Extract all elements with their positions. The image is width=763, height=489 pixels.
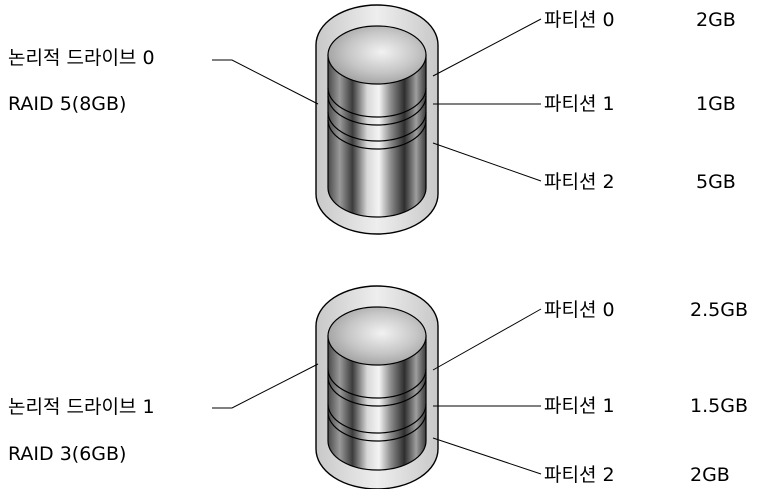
drive-0-partition-1-size: 1GB xyxy=(696,93,736,115)
drive-1-partition-1-label: 파티션 1 xyxy=(544,395,615,417)
drive-1-partition-separator-4 xyxy=(327,411,427,442)
drive-1-disk-body xyxy=(327,335,427,471)
drive-1-partition-separator-3 xyxy=(327,403,427,434)
drive-1-partition-2-leader xyxy=(432,437,542,475)
drive-1-partition-separator-2 xyxy=(327,376,427,407)
drive-0-partition-0-label: 파티션 0 xyxy=(544,9,615,31)
drive-1-partition-0-label: 파티션 0 xyxy=(544,299,615,321)
drive-0-partition-0-leader xyxy=(432,18,542,77)
drive-0-partition-0-size: 2GB xyxy=(696,9,736,31)
drive-0-partition-separator-2 xyxy=(327,95,427,126)
logical-drive-0: 논리적 드라이브 0 RAID 5(8GB) 파티션 0 2GB 파티션 1 1… xyxy=(8,4,736,235)
drive-1-partition-2-label: 파티션 2 xyxy=(544,464,615,486)
drive-1-name-label: 논리적 드라이브 1 xyxy=(8,396,155,418)
drive-0-partition-2-label: 파티션 2 xyxy=(544,171,615,193)
drive-0-partition-separator-4 xyxy=(327,119,427,150)
drive-0-partition-separator-3 xyxy=(327,111,427,142)
drive-0-raid-label: RAID 5(8GB) xyxy=(8,93,126,115)
drive-0-disk-top xyxy=(327,25,427,85)
drive-1-disk-top xyxy=(327,306,427,366)
drive-0-name-label: 논리적 드라이브 0 xyxy=(8,47,155,69)
drive-1-name-leader xyxy=(212,363,319,409)
drive-0-partition-2-size: 5GB xyxy=(696,171,736,193)
drive-0-partition-2-leader xyxy=(432,142,542,182)
drive-1-partition-2-size: 2GB xyxy=(690,464,730,486)
drive-1-partition-1-size: 1.5GB xyxy=(690,395,748,417)
drive-0-name-leader xyxy=(212,59,319,105)
drive-1-partition-separator-1 xyxy=(327,368,427,399)
drive-1-raid-label: RAID 3(6GB) xyxy=(8,443,126,465)
drive-1-partition-0-leader xyxy=(432,308,542,371)
drive-0-partition-separator-1 xyxy=(327,87,427,118)
drive-0-disk-body xyxy=(327,54,427,218)
drive-0-partition-1-label: 파티션 1 xyxy=(544,93,615,115)
logical-drive-1: 논리적 드라이브 1 RAID 3(6GB) 파티션 0 2.5GB 파티션 1… xyxy=(8,285,748,489)
drive-1-partition-0-size: 2.5GB xyxy=(690,299,748,321)
